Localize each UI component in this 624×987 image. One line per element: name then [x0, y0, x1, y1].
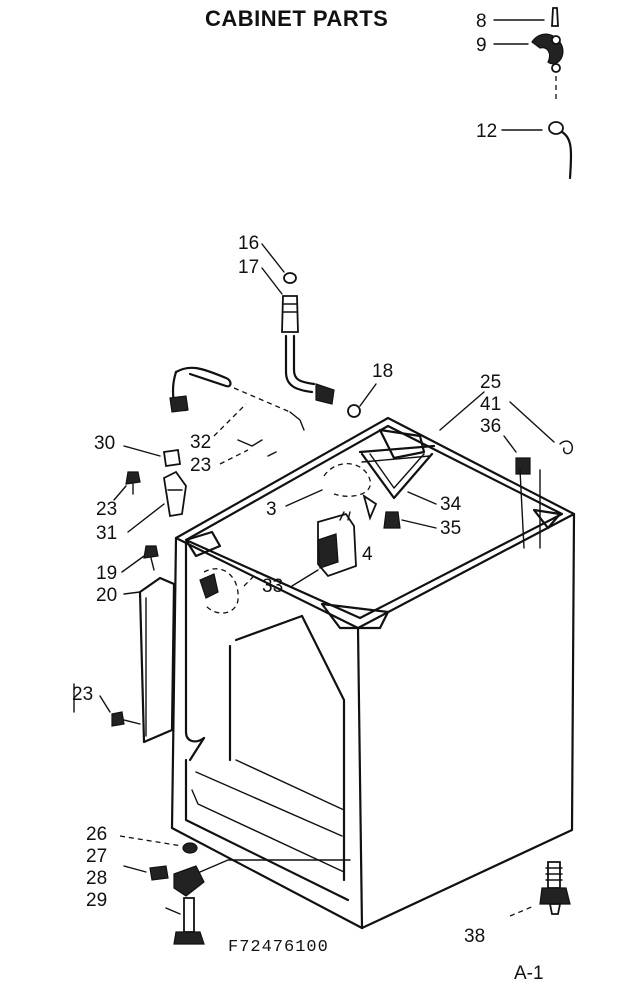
part-41-hook — [559, 440, 574, 455]
part-28-pin — [149, 865, 169, 881]
part-4-switch — [317, 511, 357, 578]
callout-41: 41 — [480, 394, 501, 415]
callout-16: 16 — [238, 233, 259, 254]
callout-18: 18 — [372, 361, 393, 382]
callout-23c: 23 — [72, 684, 93, 705]
callout-36: 36 — [480, 416, 501, 437]
part-33-tub-support — [199, 568, 259, 614]
page-reference: A-1 — [514, 963, 544, 984]
callout-23b: 23 — [96, 499, 117, 520]
callout-38: 38 — [464, 926, 485, 947]
part-32-wire-harness — [169, 366, 305, 457]
part-19-screw — [143, 545, 159, 571]
callout-28: 28 — [86, 868, 107, 889]
diagram-title: CABINET PARTS — [205, 6, 388, 31]
part-23-screw — [125, 471, 141, 495]
part-9-clamp — [531, 33, 564, 73]
callout-25: 25 — [480, 372, 501, 393]
part-16-washer — [283, 272, 297, 284]
callout-31: 31 — [96, 523, 117, 544]
callout-32: 32 — [190, 432, 211, 453]
part-20-side-panel — [138, 576, 176, 744]
part-fitting-elbow — [315, 383, 335, 405]
part-3-bracket — [323, 463, 371, 497]
callout-26: 26 — [86, 824, 107, 845]
callout-4: 4 — [362, 544, 373, 565]
part-30-clip — [162, 448, 182, 468]
part-8-screw — [551, 7, 559, 27]
part-36-bumper — [515, 457, 531, 475]
callout-3: 3 — [266, 499, 277, 520]
callout-19: 19 — [96, 563, 117, 584]
part-18-nut — [347, 404, 361, 418]
part-17-fitting — [281, 295, 299, 333]
callout-34: 34 — [440, 494, 462, 515]
cabinet-body — [170, 416, 576, 930]
part-34-brace — [360, 452, 434, 500]
callout-29: 29 — [86, 890, 107, 911]
callout-27: 27 — [86, 846, 107, 867]
part-23-screw-lower — [111, 711, 141, 727]
callout-30: 30 — [94, 433, 115, 454]
callout-17: 17 — [238, 257, 259, 278]
callout-33: 33 — [262, 576, 283, 597]
callout-8: 8 — [476, 11, 487, 32]
part-12-ring — [548, 121, 564, 135]
diagram-code: F72476100 — [228, 938, 329, 957]
callout-23a: 23 — [190, 455, 211, 476]
callout-12: 12 — [476, 121, 497, 142]
callout-9: 9 — [476, 35, 487, 56]
part-35-bumper — [362, 493, 401, 529]
part-29-leveling-leg — [173, 897, 205, 945]
callout-20: 20 — [96, 585, 117, 606]
callout-35: 35 — [440, 518, 461, 539]
part-31-bracket — [163, 470, 187, 518]
part-27-foot-bracket — [173, 865, 205, 897]
part-26-nut — [182, 842, 198, 854]
part-38-leveling-leg — [539, 861, 571, 915]
